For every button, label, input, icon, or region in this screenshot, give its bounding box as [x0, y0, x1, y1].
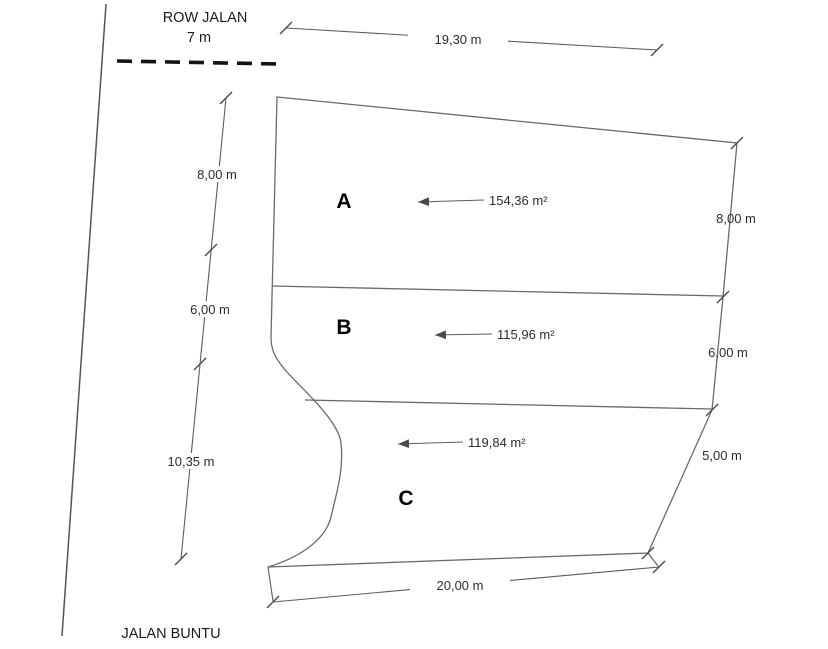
- parcel-b-area-label: 115,96 m²: [497, 327, 555, 342]
- dim-top-label: 19,30 m: [435, 32, 482, 47]
- label-mask: [183, 301, 237, 317]
- row-jalan-width-label: 7 m: [187, 30, 211, 46]
- row-jalan-dashed-line: [116, 59, 281, 66]
- dim-right-a-label: 8,00 m: [716, 211, 756, 226]
- jalan-buntu-label: JALAN BUNTU: [121, 626, 220, 642]
- parcel-b-label: B: [336, 316, 351, 339]
- dim-tick: [641, 136, 744, 560]
- row-jalan-label: ROW JALAN: [163, 10, 248, 26]
- area-c-arrow: [397, 439, 464, 449]
- dim-tick: [174, 91, 233, 566]
- parcel-a-label: A: [336, 190, 351, 213]
- divider-b-c: [304, 399, 713, 410]
- label-mask: [160, 453, 222, 469]
- divider-a-b: [271, 285, 724, 297]
- area-a-arrow: [417, 197, 485, 207]
- label-mask: [190, 166, 244, 182]
- dim-right-c-label: 5,00 m: [702, 448, 742, 463]
- dim-left-c-label: 10,35 m: [168, 454, 215, 469]
- extension-line: [647, 552, 659, 567]
- plot-outline: [267, 96, 738, 568]
- extension-line: [267, 566, 274, 602]
- dim-left-b-label: 6,00 m: [190, 302, 230, 317]
- parcel-a-area-label: 154,36 m²: [489, 193, 548, 208]
- label-mask: [408, 30, 508, 47]
- parcel-c-area-label: 119,84 m²: [468, 435, 526, 450]
- road-edge-line: [61, 3, 107, 637]
- label-mask: [410, 577, 510, 594]
- dim-bottom-label: 20,00 m: [437, 578, 484, 593]
- dim-tick: [266, 560, 666, 609]
- dim-left-a-label: 8,00 m: [197, 167, 237, 182]
- parcel-c-label: C: [398, 487, 413, 510]
- dim-right-b-label: 6,00 m: [708, 345, 748, 360]
- area-b-arrow: [434, 330, 493, 340]
- dim-tick: [279, 21, 664, 57]
